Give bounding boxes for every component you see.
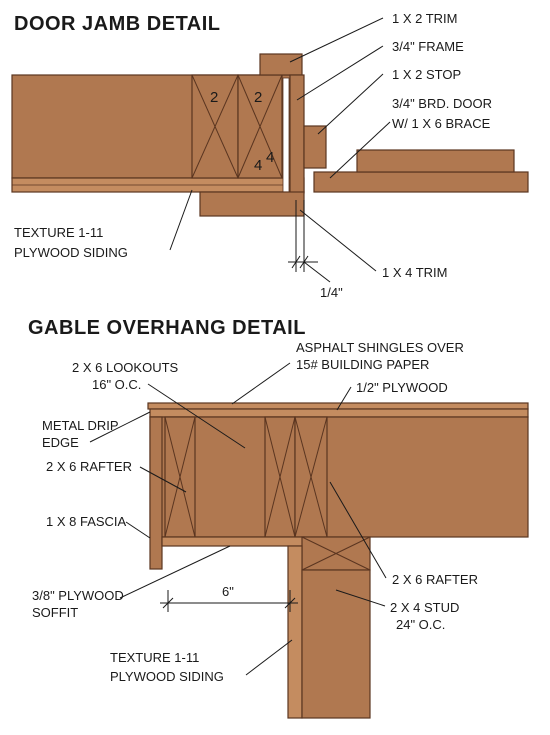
frame-label: 3/4" FRAME [392,39,464,54]
door-label-1: 3/4" BRD. DOOR [392,96,492,111]
soffit-label-2: SOFFIT [32,605,78,620]
soffit-label-1: 3/8" PLYWOOD [32,588,124,603]
plywood-sheathing [149,408,529,418]
stud-mark: 2 [210,89,218,106]
drip-edge-label-1: METAL DRIP [42,418,119,433]
gable-siding-label-1: TEXTURE 1-11 [110,650,199,665]
stud-label-2: 24" O.C. [396,617,445,632]
door-jamb-title: DOOR JAMB DETAIL [14,13,221,35]
lookouts-label-2: 16" O.C. [92,377,141,392]
lookouts-label-1: 2 X 6 LOOKOUTS [72,360,179,375]
drip-edge-label-2: EDGE [42,435,79,450]
soffit [161,536,305,547]
door-label-2: W/ 1 X 6 BRACE [392,116,491,131]
door-jamb-detail: DOOR JAMB DETAIL 2 2 4 4 [11,11,529,300]
frame-3-4 [289,74,305,194]
stop-1x2 [303,125,327,169]
gable-title: GABLE OVERHANG DETAIL [28,317,306,339]
stud-2x4 [301,569,371,719]
brace-1x6 [356,149,515,173]
rafter-block [149,416,529,538]
stud-mark: 4 [254,157,262,174]
stud-label-1: 2 X 4 STUD [390,600,459,615]
door-siding-label-1: TEXTURE 1-11 [14,225,103,240]
wall-siding [287,545,303,719]
gap-label: 1/4" [320,285,343,300]
trim-1x4 [199,191,305,217]
gable-overhang-detail: GABLE OVERHANG DETAIL 6" [28,317,529,719]
trim-1x2 [259,53,303,76]
shingles-label-1: ASPHALT SHINGLES OVER [296,340,464,355]
plywood-label: 1/2" PLYWOOD [356,380,448,395]
fascia-label: 1 X 8 FASCIA [46,514,127,529]
rafter-left-label: 2 X 6 RAFTER [46,459,132,474]
fascia-1x8 [149,416,163,570]
door-siding-label-2: PLYWOOD SIDING [14,245,128,260]
overhang-label: 6" [222,584,234,599]
gable-siding-label-2: PLYWOOD SIDING [110,669,224,684]
stud-mark: 2 [254,89,262,106]
stop-label: 1 X 2 STOP [392,67,461,82]
trim-1x2-label: 1 X 2 TRIM [392,11,458,26]
stud-mark: 4 [266,149,274,166]
shingles-label-2: 15# BUILDING PAPER [296,357,429,372]
trim-1x4-label: 1 X 4 TRIM [382,265,448,280]
rafter-right-label: 2 X 6 RAFTER [392,572,478,587]
board-door [313,171,529,193]
